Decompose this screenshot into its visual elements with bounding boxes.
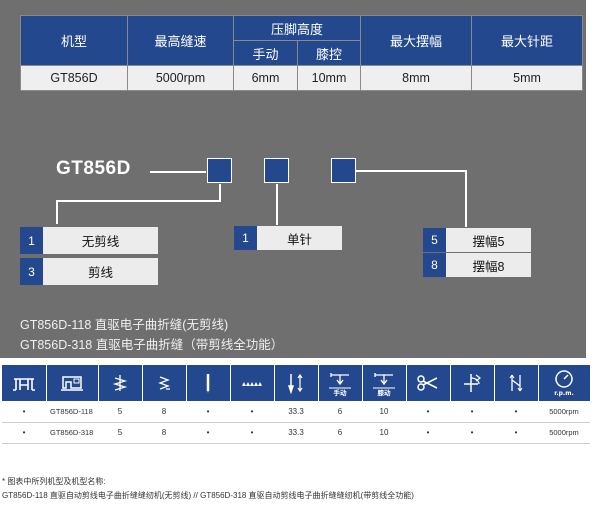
cell: • (406, 401, 450, 423)
option-label: 剪线 (43, 258, 158, 285)
cell: 5 (98, 401, 142, 423)
cell: • (230, 401, 274, 423)
model-description-118: GT856D-118 直驱电子曲折缝(无剪线) (20, 318, 229, 332)
table-row: • GT856D-118 5 8 • • 33.3 6 10 • • • 500… (2, 401, 590, 423)
cell: 6 (318, 422, 362, 444)
icon-header-row: 手动 膝动 (2, 365, 590, 401)
cell-rpm: 5000rpm (538, 401, 590, 423)
option-number: 1 (234, 226, 257, 250)
option-number: 5 (423, 228, 446, 252)
connector-line (150, 171, 206, 173)
cell: • (494, 401, 538, 423)
cell-knee: 10mm (296, 65, 362, 91)
rpm-label: r.p.m. (555, 390, 575, 397)
header-max-speed: 最高缝速 (127, 15, 234, 66)
model-description-318: GT856D-318 直驱电子曲折缝（带剪线全功能） (20, 338, 284, 352)
connector-line (56, 200, 58, 224)
header-knee: 膝控 (296, 40, 362, 66)
header-model: 机型 (20, 15, 128, 66)
presser-knee-label: 膝动 (378, 388, 392, 397)
option-label: 摆幅5 (446, 228, 531, 252)
cell-speed: 5000rpm (127, 65, 234, 91)
cell-manual: 6mm (233, 65, 298, 91)
cell: • (230, 422, 274, 444)
header-presser-height: 压脚高度 (232, 15, 362, 41)
needle-icon (186, 365, 231, 401)
bed-type-icon (2, 365, 47, 401)
option-number: 1 (20, 227, 43, 254)
diagram-model-name: GT856D (56, 158, 131, 179)
presser-foot-knee-icon: 膝动 (362, 365, 407, 401)
option-number: 8 (423, 253, 446, 277)
stitch-length-icon (274, 365, 319, 401)
cell-model: GT856D-118 (46, 401, 98, 423)
header-manual: 手动 (233, 40, 298, 66)
code-box-1 (207, 158, 232, 183)
option-swing-8: 8 摆幅8 (423, 253, 531, 277)
spec-table: 机型 最高缝速 压脚高度 最大摆幅 最大针距 手动 膝控 GT856D 5000… (20, 15, 584, 91)
cell-rpm: 5000rpm (538, 422, 590, 444)
cell-swing: 8mm (360, 65, 473, 91)
cell: 6 (318, 401, 362, 423)
zigzag-stitch-icon (98, 365, 143, 401)
cell: • (186, 422, 230, 444)
cell-model: GT856D-318 (46, 422, 98, 444)
feed-dog-icon (230, 365, 275, 401)
presser-manual-label: 手动 (334, 388, 348, 397)
table-row: • GT856D-318 5 8 • • 33.3 6 10 • • • 500… (2, 422, 590, 444)
zigzag-pattern-icon (142, 365, 187, 401)
cell: 10 (362, 422, 406, 444)
cell: 10 (362, 401, 406, 423)
cell: 33.3 (274, 422, 318, 444)
header-max-swing: 最大摆幅 (360, 15, 473, 66)
sewing-machine-icon (46, 365, 99, 401)
option-trimmer: 3 剪线 (20, 258, 158, 285)
reverse-stitch-icon (450, 365, 495, 401)
cell: • (2, 422, 46, 444)
presser-foot-manual-icon: 手动 (318, 365, 363, 401)
connector-line (219, 184, 221, 202)
option-label: 无剪线 (43, 227, 158, 254)
option-label: 单针 (257, 226, 342, 250)
spec-panel: 机型 最高缝速 压脚高度 最大摆幅 最大针距 手动 膝控 GT856D 5000… (0, 0, 586, 358)
cell: 8 (142, 401, 186, 423)
feature-table: 手动 膝动 (2, 365, 590, 444)
speed-rpm-icon: r.p.m. (538, 365, 590, 401)
cell-stitch: 5mm (471, 65, 584, 91)
option-label: 摆幅8 (446, 253, 531, 277)
cell: 33.3 (274, 401, 318, 423)
footnote-models: GT856D-118 直驱自动剪线电子曲折缝缝纫机(无剪线) // GT856D… (2, 491, 414, 500)
option-swing-5: 5 摆幅5 (423, 228, 531, 252)
spec-row: GT856D 5000rpm 6mm 10mm 8mm 5mm (20, 65, 584, 91)
cell: • (494, 422, 538, 444)
option-single-needle: 1 单针 (234, 226, 342, 250)
connector-line (356, 170, 466, 172)
code-box-3 (331, 158, 356, 183)
cell-model: GT856D (20, 65, 128, 91)
footnote-title: * 图表中所列机型及机型名称: (2, 477, 106, 486)
cell: • (450, 401, 494, 423)
connector-line (276, 184, 278, 225)
cell: • (450, 422, 494, 444)
cell: 8 (142, 422, 186, 444)
swing-width-icon (494, 365, 539, 401)
cell: 5 (98, 422, 142, 444)
cell: • (2, 401, 46, 423)
code-box-2 (264, 158, 289, 183)
thread-trimmer-icon (406, 365, 451, 401)
connector-line (465, 170, 467, 227)
connector-line (56, 200, 221, 202)
cell: • (406, 422, 450, 444)
option-number: 3 (20, 258, 43, 285)
option-no-trimmer: 1 无剪线 (20, 227, 158, 254)
cell: • (186, 401, 230, 423)
header-max-stitch: 最大针距 (471, 15, 584, 66)
